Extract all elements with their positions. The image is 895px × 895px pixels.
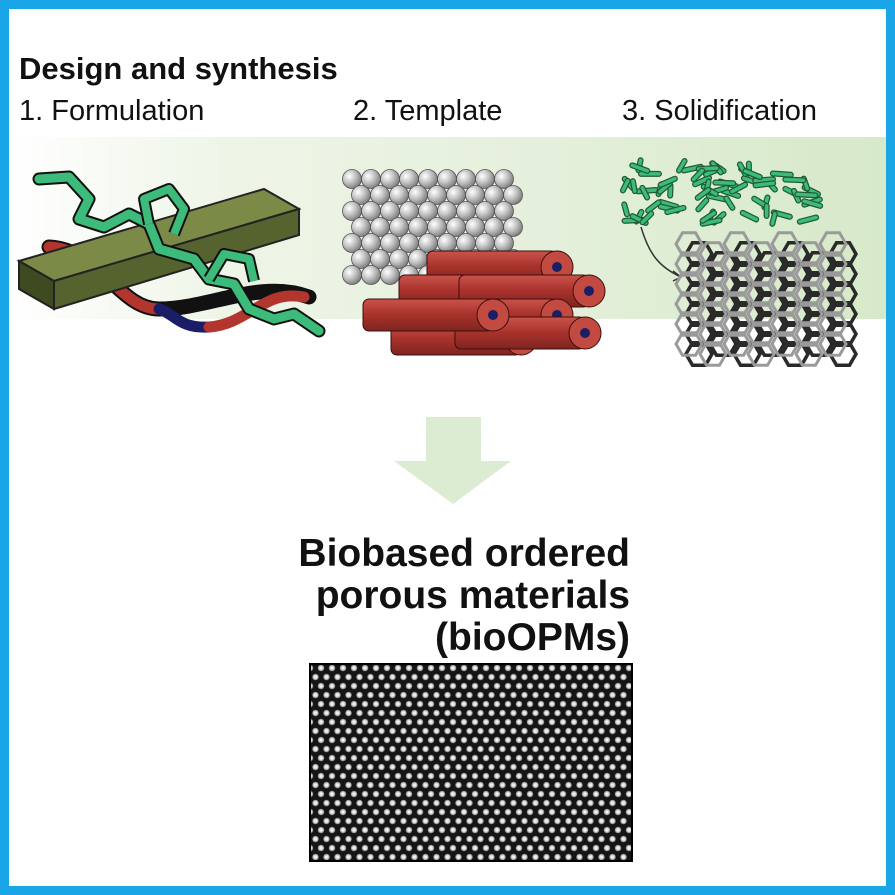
sphere-template-icon bbox=[342, 169, 523, 285]
transition-arrow-icon bbox=[640, 226, 682, 278]
step-formulation-label: 1. Formulation bbox=[19, 95, 205, 127]
template-illustration bbox=[342, 169, 606, 356]
green-network-icon bbox=[619, 157, 824, 227]
result-line-1: Biobased ordered bbox=[298, 532, 630, 575]
formulation-illustration bbox=[16, 170, 326, 338]
step-solidification-label: 3. Solidification bbox=[622, 95, 818, 127]
cylinder-template-icon bbox=[362, 250, 606, 356]
heading-design-synthesis: Design and synthesis bbox=[19, 51, 338, 86]
solidification-illustration bbox=[619, 157, 859, 368]
result-line-2: porous materials bbox=[315, 574, 630, 617]
down-arrow-icon bbox=[394, 417, 511, 504]
result-title: Biobased ordered porous materials (bioOP… bbox=[298, 533, 630, 659]
porous-material-image bbox=[309, 663, 633, 862]
hexagon-lattice-icon bbox=[674, 231, 859, 368]
result-line-3: (bioOPMs) bbox=[435, 616, 630, 659]
step-template-label: 2. Template bbox=[353, 95, 503, 127]
polymer-chain-green bbox=[32, 170, 326, 338]
